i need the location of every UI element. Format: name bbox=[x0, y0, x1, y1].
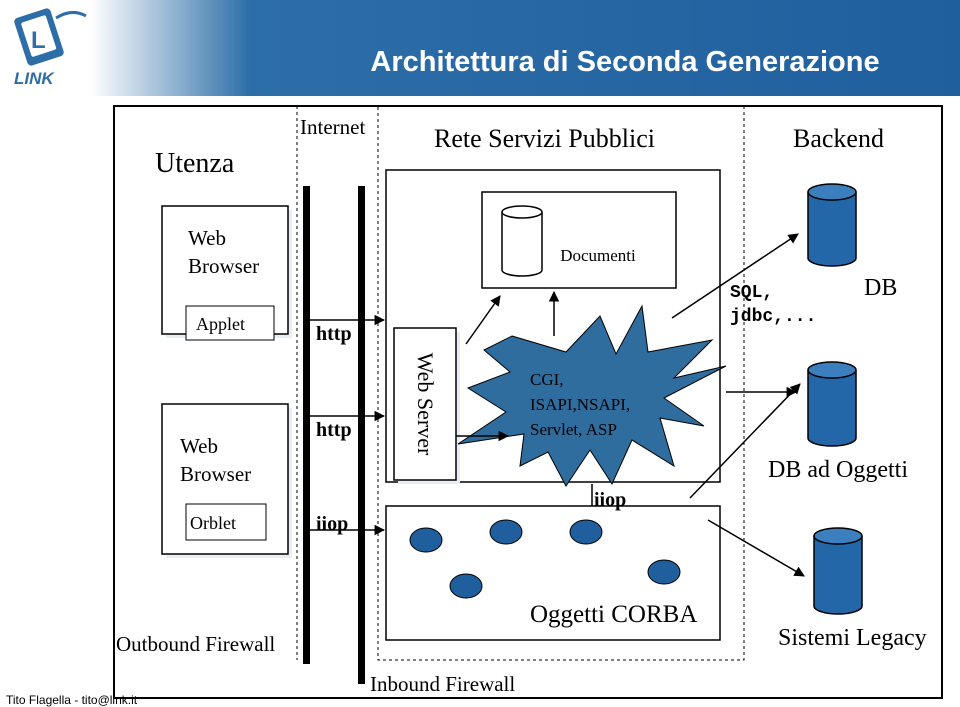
cgi-label-1: CGI, bbox=[530, 370, 564, 389]
outbound-firewall-label: Outbound Firewall bbox=[116, 632, 276, 656]
cgi-burst-shape bbox=[457, 304, 727, 487]
db-cylinder-icon bbox=[807, 183, 857, 267]
legacy-cylinder-icon bbox=[813, 527, 863, 615]
page-title: Architettura di Seconda Generazione bbox=[370, 46, 880, 78]
logo-text: LINK bbox=[14, 69, 55, 88]
zone-rete-border bbox=[377, 105, 745, 661]
browser-2-label-line1: Web bbox=[180, 434, 218, 458]
cgi-label-3: Servlet, ASP bbox=[530, 420, 617, 439]
corba-to-dboggetti-arrow bbox=[689, 383, 801, 499]
header-bar: L LINK Architettura di Seconda Generazio… bbox=[0, 0, 960, 96]
webserver-to-documenti-arrow bbox=[465, 295, 501, 345]
svg-text:L: L bbox=[31, 27, 46, 54]
inbound-firewall-bar bbox=[358, 186, 365, 684]
sql-label-line2: jdbc,... bbox=[730, 307, 817, 327]
outbound-firewall-bar bbox=[303, 186, 310, 664]
cgi-label-2: ISAPI,NSAPI, bbox=[530, 395, 630, 414]
http-label-1: http bbox=[316, 323, 352, 345]
applet-box bbox=[185, 305, 275, 341]
zone-label-internet: Internet bbox=[300, 115, 366, 139]
browser-2-label-line2: Browser bbox=[180, 462, 252, 486]
corba-node bbox=[647, 559, 681, 585]
zone-label-utenza: Utenza bbox=[155, 148, 235, 179]
zone-label-backend: Backend bbox=[793, 124, 884, 153]
iiop-label-1: iiop bbox=[316, 513, 349, 535]
browser-1-label-line2: Browser bbox=[188, 254, 260, 278]
applet-label: Applet bbox=[196, 314, 245, 334]
legacy-label: Sistemi Legacy bbox=[778, 625, 927, 651]
orblet-label: Orblet bbox=[190, 513, 236, 533]
corba-to-legacy-arrow bbox=[707, 519, 805, 577]
sql-to-db-arrow bbox=[671, 233, 799, 319]
zone-label-rete: Rete Servizi Pubblici bbox=[434, 124, 655, 153]
server-box bbox=[385, 169, 721, 483]
corba-node bbox=[449, 573, 483, 599]
corba-node bbox=[569, 519, 603, 545]
document-cylinder-icon bbox=[501, 205, 543, 277]
documenti-label: Documenti bbox=[560, 246, 636, 265]
orblet-box bbox=[185, 503, 267, 541]
sql-label-line1: SQL, bbox=[730, 283, 774, 303]
corba-label: Oggetti CORBA bbox=[530, 601, 698, 628]
http-label-2: http bbox=[316, 419, 352, 441]
web-server-box bbox=[393, 327, 457, 481]
footer-author: Tito Flagella - tito@link.it bbox=[6, 693, 138, 707]
iiop-label-2: iiop bbox=[594, 489, 627, 511]
db-label: DB bbox=[864, 275, 898, 301]
inbound-firewall-label: Inbound Firewall bbox=[370, 672, 516, 696]
corba-node bbox=[489, 519, 523, 545]
web-server-label: Web Server bbox=[413, 353, 438, 456]
corba-node bbox=[409, 527, 443, 553]
db-oggetti-cylinder-icon bbox=[807, 361, 857, 447]
db-oggetti-label: DB ad Oggetti bbox=[768, 457, 908, 483]
link-logo: L LINK bbox=[14, 8, 87, 88]
browser-1-label-line1: Web bbox=[188, 226, 226, 250]
